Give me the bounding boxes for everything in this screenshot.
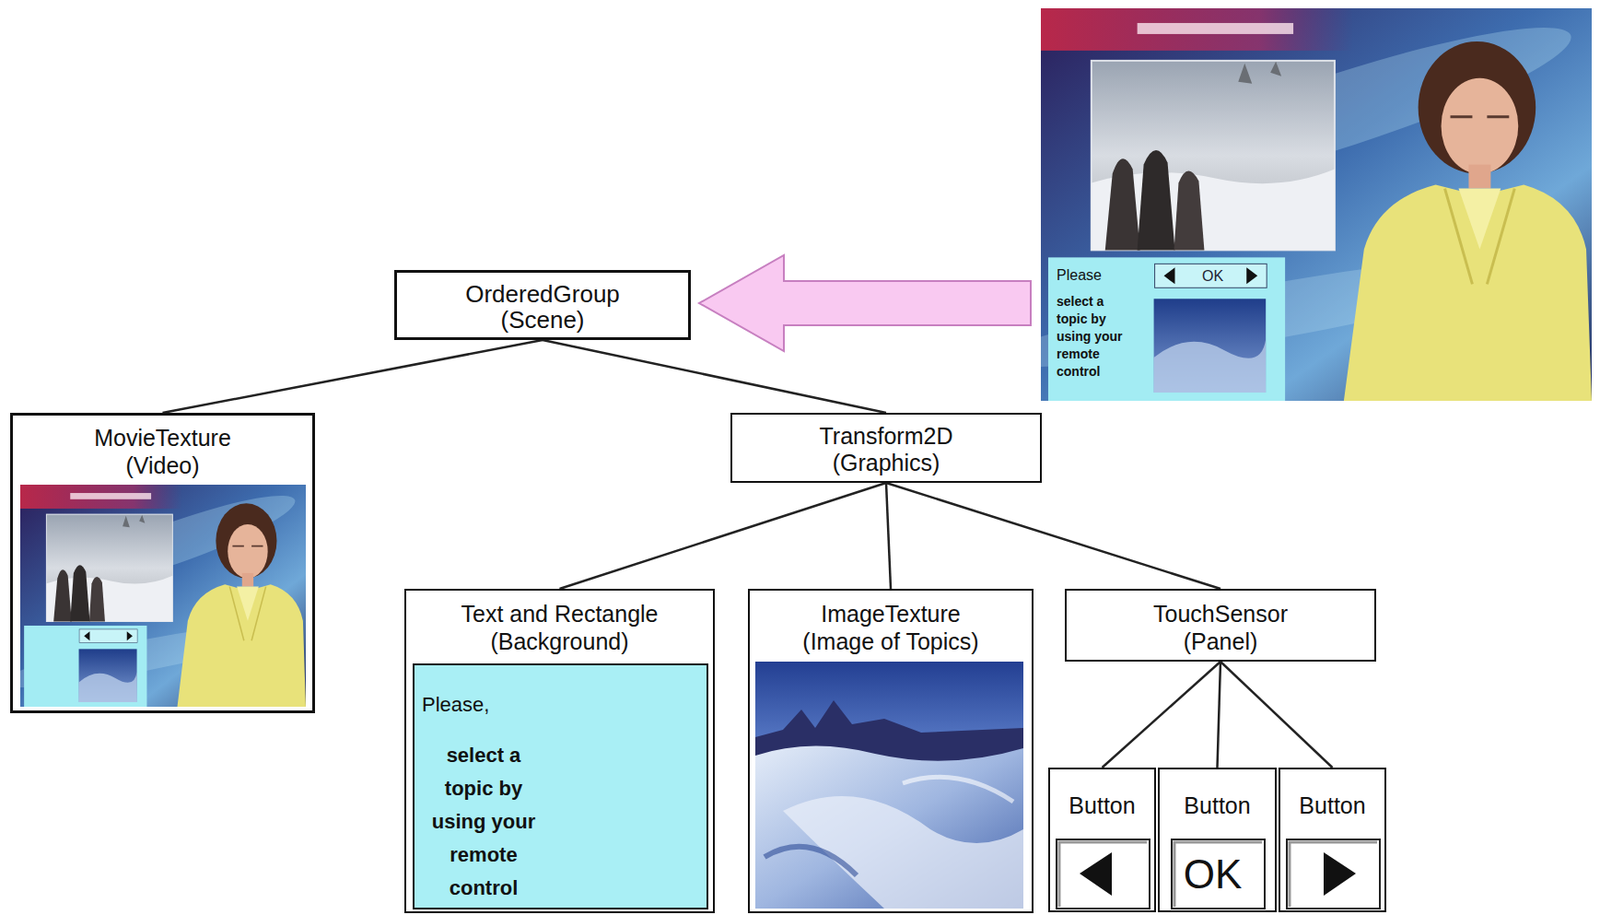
node-title: Button (1298, 791, 1366, 819)
node-subtitle: (Panel) (1183, 627, 1259, 655)
tree-link (1220, 661, 1333, 768)
node-subtitle: (Image of Topics) (802, 627, 979, 655)
node-title: MovieTexture (93, 423, 232, 452)
button-box: Button (1278, 767, 1387, 912)
tree-link (1217, 661, 1222, 768)
node-subtitle: select a topic by using your remote cont… (421, 738, 546, 905)
node-subtitle: OK (1166, 839, 1260, 909)
node-title: Please, (421, 690, 490, 719)
node-subtitle: (Graphics) (832, 449, 941, 477)
tree-link (1102, 661, 1222, 768)
scene-group-box: OrderedGroup(Scene) (394, 269, 691, 340)
screen-prompt: Please (1056, 266, 1102, 284)
tree-link (886, 482, 891, 589)
button-faces (1056, 839, 1380, 909)
sensor-box: TouchSensor(Panel) (1064, 588, 1377, 662)
screen-instruction: select a topic by using your remote cont… (1056, 292, 1138, 381)
tree-link (542, 339, 887, 413)
video-thumbnail (0, 479, 306, 707)
node-title: Button (1183, 791, 1250, 819)
topic-image (755, 661, 1024, 909)
image-node-box: ImageTexture(Image of Topics) (747, 588, 1034, 913)
tree-link (560, 482, 888, 589)
text-panel: Please, select a topic by using your remo… (412, 663, 709, 910)
node-title: Text and Rectangle (460, 599, 658, 628)
node-title: Transform2D (819, 422, 954, 450)
background-node-box: Text and Rectangle(Background) Please, sel… (404, 588, 715, 913)
button-box: ButtonOK (1157, 767, 1277, 912)
node-title: Button (1068, 791, 1135, 819)
tree-link (886, 482, 1221, 589)
tv-screenshot (994, 0, 1592, 401)
node-subtitle: (Video) (125, 451, 199, 479)
video-node-box: MovieTexture(Video) (10, 412, 316, 713)
node-title: TouchSensor (1153, 599, 1288, 628)
transform-box: Transform2D(Graphics) (730, 412, 1042, 483)
mapping-arrow (699, 255, 1031, 351)
node-title: OrderedGroup (465, 280, 620, 307)
tree-link (163, 339, 544, 413)
button-box: Button (1048, 767, 1157, 912)
node-subtitle: (Background) (490, 627, 629, 655)
node-title: ImageTexture (820, 599, 960, 628)
node-subtitle: (Scene) (500, 306, 584, 333)
screen-ok-label: OK (1202, 267, 1224, 285)
